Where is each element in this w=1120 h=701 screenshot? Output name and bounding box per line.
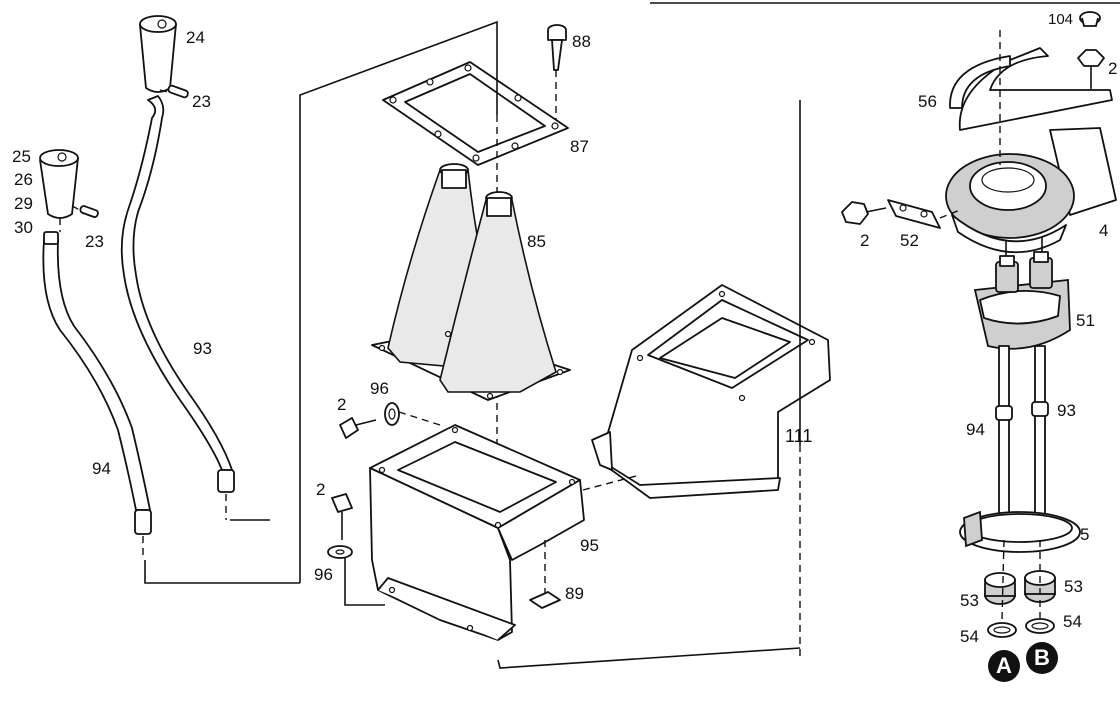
part-label-96-lower: 96 xyxy=(314,565,333,584)
part-label-2-upper: 2 xyxy=(337,395,347,414)
shift-mechanism-51 xyxy=(973,236,1071,350)
part-label-54-right: 54 xyxy=(1063,612,1082,631)
ring-54-a xyxy=(987,622,1017,638)
cover-111 xyxy=(582,284,831,499)
part-label-26: 26 xyxy=(14,170,33,189)
clamp-ring-5 xyxy=(959,510,1081,553)
bracket-56 xyxy=(949,47,1113,131)
part-label-30: 30 xyxy=(14,218,33,237)
part-label-93-right: 93 xyxy=(1057,401,1076,420)
boot-85 xyxy=(371,163,571,401)
part-label-23-upper: 23 xyxy=(192,92,211,111)
ring-54-b xyxy=(1025,618,1055,634)
part-label-96-upper: 96 xyxy=(370,379,389,398)
center-bottom-frame xyxy=(497,647,801,669)
bolt-2-and-plate-52 xyxy=(841,199,961,229)
callout-a: A xyxy=(988,650,1020,682)
boot-plate-87 xyxy=(382,61,569,166)
part-label-29: 29 xyxy=(14,194,33,213)
part-label-4: 4 xyxy=(1099,221,1109,240)
part-label-23-lower: 23 xyxy=(85,232,104,251)
bolt-2-and-washer-96-upper xyxy=(339,402,441,439)
shift-lever-long xyxy=(120,15,270,521)
shift-rods-93-94 xyxy=(995,345,1049,522)
part-label-52: 52 xyxy=(900,231,919,250)
part-label-24: 24 xyxy=(186,28,205,47)
part-label-93-left: 93 xyxy=(193,339,212,358)
shift-lever-short xyxy=(39,149,152,560)
washer-104 xyxy=(1079,11,1101,27)
part-label-89: 89 xyxy=(565,584,584,603)
part-label-94-right: 94 xyxy=(966,420,985,439)
part-label-85: 85 xyxy=(527,232,546,251)
part-label-88: 88 xyxy=(572,32,591,51)
pin-23-lower xyxy=(71,205,99,218)
part-label-2-top-right: 2 xyxy=(1108,59,1118,78)
bolt-88 xyxy=(547,24,567,120)
bolt-2-and-washer-96-lower xyxy=(327,493,385,606)
part-label-87: 87 xyxy=(570,137,589,156)
center-frame xyxy=(299,20,498,583)
part-label-2-lower: 2 xyxy=(316,480,326,499)
console-95 xyxy=(369,424,585,641)
part-label-53-left: 53 xyxy=(960,591,979,610)
clip-89 xyxy=(529,540,561,609)
callout-b: B xyxy=(1026,642,1058,674)
pin-23-upper xyxy=(159,84,189,99)
part-label-54-left: 54 xyxy=(960,627,979,646)
part-label-53-right: 53 xyxy=(1064,577,1083,596)
part-label-51: 51 xyxy=(1076,311,1095,330)
left-frame-bottom xyxy=(144,560,300,584)
part-label-95: 95 xyxy=(580,536,599,555)
part-label-104: 104 xyxy=(1048,11,1074,28)
right-axis-a xyxy=(1001,539,1005,621)
grommet-53-a xyxy=(984,572,1016,605)
part-label-2-right: 2 xyxy=(860,231,870,250)
part-label-56: 56 xyxy=(918,92,937,111)
housing-4 xyxy=(945,127,1117,254)
part-label-111: 111 xyxy=(785,426,813,446)
part-label-25: 25 xyxy=(12,147,31,166)
part-label-5: 5 xyxy=(1080,525,1090,544)
grommet-53-b xyxy=(1024,570,1056,603)
part-label-94-left: 94 xyxy=(92,459,111,478)
